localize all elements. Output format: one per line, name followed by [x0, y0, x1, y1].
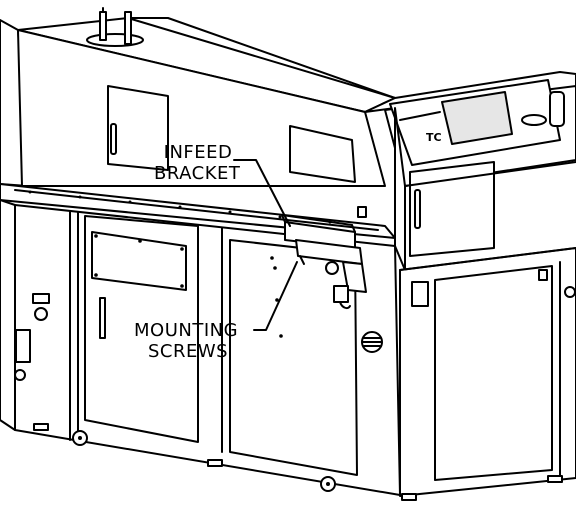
- fan-grille: [362, 332, 382, 352]
- upper-right-door-handle: [415, 190, 420, 228]
- infeed-bracket-label-line1: INFEED: [154, 142, 240, 163]
- lower-right-label: [539, 270, 547, 280]
- left-side-knob: [35, 308, 47, 320]
- small-label-plate: [358, 207, 366, 217]
- lower-left-side: [0, 200, 15, 430]
- left-side-outlet: [16, 330, 30, 362]
- touch-screen: [442, 92, 512, 144]
- lower-right-switch: [412, 282, 428, 306]
- infeed-bracket-callout: INFEED BRACKET: [154, 142, 240, 184]
- mounting-screws-callout: MOUNTING SCREWS: [134, 320, 238, 362]
- control-panel-logo: TC: [426, 131, 442, 144]
- lower-middle-door: [230, 240, 357, 475]
- left-side-switch: [33, 294, 49, 303]
- left-side-connector: [15, 370, 25, 380]
- mounting-screws-label-line2: SCREWS: [134, 341, 238, 362]
- lower-left-door-handle: [100, 298, 105, 338]
- infeed-bracket-label-line2: BRACKET: [154, 163, 240, 184]
- lower-right-door: [435, 266, 552, 480]
- lower-right-lock: [565, 287, 575, 297]
- upper-left-door-handle: [111, 124, 116, 154]
- mounting-screws-label-line1: MOUNTING: [134, 320, 238, 341]
- emergency-stop: [550, 92, 564, 126]
- control-button: [522, 115, 546, 125]
